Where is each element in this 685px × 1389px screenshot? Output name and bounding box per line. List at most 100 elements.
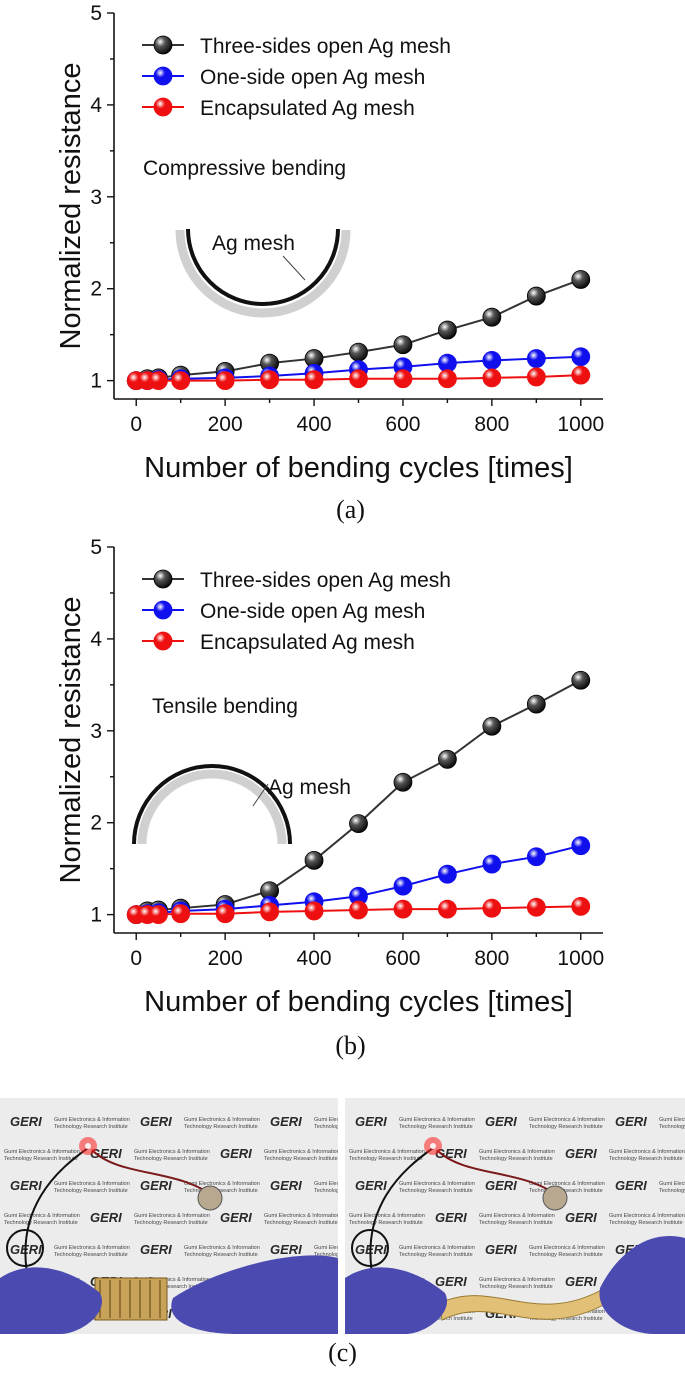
backdrop-text: Technology Research Institute <box>314 1124 338 1130</box>
ag-mesh-pointer <box>252 783 269 807</box>
backdrop-text: Gumi Electronics & Information <box>314 1117 338 1123</box>
backdrop-logo-text: GERI <box>90 1210 122 1225</box>
backdrop-text: Gumi Electronics & Information <box>529 1181 605 1187</box>
backdrop-text: Technology Research Institute <box>609 1220 683 1226</box>
backdrop-logo-text: GERI <box>435 1146 467 1161</box>
backdrop-text: Technology Research Institute <box>349 1156 423 1162</box>
bending-mode-label: Tensile bending <box>152 695 298 718</box>
y-tick-label: 3 <box>90 186 102 209</box>
backdrop-logo-text: GERI <box>615 1178 647 1193</box>
data-point <box>260 902 279 922</box>
data-point <box>526 694 546 714</box>
data-point <box>482 350 502 370</box>
data-point <box>571 270 591 289</box>
backdrop-text: Gumi Electronics & Information <box>399 1117 475 1123</box>
data-point <box>171 904 191 924</box>
data-point <box>393 899 413 919</box>
backdrop-logo-text: GERI <box>270 1178 302 1193</box>
backdrop-text: Technology Research Institute <box>529 1188 603 1194</box>
legend-label: One-side open Ag mesh <box>200 600 425 623</box>
y-tick-label: 2 <box>90 278 102 301</box>
backdrop-text: Technology Research Institute <box>479 1284 553 1290</box>
backdrop-text: Technology Research Institute <box>264 1220 338 1226</box>
backdrop-text: Technology Research Institute <box>184 1188 258 1194</box>
data-point <box>571 896 591 916</box>
backdrop-text: Technology Research Institute <box>529 1124 603 1130</box>
x-tick-label: 800 <box>474 413 509 436</box>
data-point <box>149 371 168 391</box>
data-point <box>526 367 546 387</box>
panel-label-c: (c) <box>328 1338 357 1367</box>
backdrop-text: Technology Research Institute <box>314 1188 338 1194</box>
data-point <box>349 900 368 920</box>
legend-marker <box>153 631 173 651</box>
ag-mesh-label: Ag mesh <box>268 776 351 799</box>
data-point <box>349 342 368 362</box>
data-point <box>438 899 457 919</box>
backdrop-text: Gumi Electronics & Information <box>54 1181 130 1187</box>
backdrop-text: Technology Research Institute <box>399 1188 473 1194</box>
backdrop-text: Gumi Electronics & Information <box>4 1213 80 1219</box>
backdrop-text: Gumi Electronics & Information <box>264 1213 338 1219</box>
backdrop-text: Technology Research Institute <box>479 1156 553 1162</box>
legend-marker <box>153 569 173 589</box>
backdrop-logo-text: GERI <box>220 1210 252 1225</box>
legend-label: Encapsulated Ag mesh <box>200 631 415 654</box>
backdrop-text: Gumi Electronics & Information <box>479 1149 555 1155</box>
data-point <box>438 749 457 769</box>
x-tick-label: 1000 <box>557 947 604 970</box>
x-tick-label: 0 <box>130 413 142 436</box>
backdrop-logo-text: GERI <box>270 1114 302 1129</box>
backdrop-logo-text: GERI <box>565 1146 597 1161</box>
backdrop-logo-text: GERI <box>435 1274 467 1289</box>
backdrop-text: Technology Research Institute <box>609 1156 683 1162</box>
backdrop-text: Gumi Electronics & Information <box>529 1245 605 1251</box>
left-glove <box>0 1267 102 1334</box>
x-tick-label: 600 <box>385 413 420 436</box>
y-tick-label: 4 <box>90 628 102 651</box>
legend-marker <box>153 66 173 86</box>
data-point <box>482 307 502 327</box>
data-point <box>526 847 546 867</box>
y-tick-label: 3 <box>90 720 102 743</box>
backdrop-logo-text: GERI <box>270 1242 302 1257</box>
backdrop-text: Technology Research Institute <box>54 1252 128 1258</box>
backdrop-text: Technology Research Institute <box>184 1252 258 1258</box>
backdrop-text: Gumi Electronics & Information <box>184 1181 260 1187</box>
data-point <box>571 670 591 690</box>
backdrop-logo-text: GERI <box>10 1114 42 1129</box>
x-tick-label: 600 <box>385 947 420 970</box>
wire-loop <box>6 1229 44 1267</box>
backdrop-text: Gumi Electronics & Information <box>659 1117 685 1123</box>
legend-marker <box>153 600 173 620</box>
x-tick-label: 800 <box>474 947 509 970</box>
x-axis-title: Number of bending cycles [times] <box>144 986 573 1018</box>
backdrop-text: Gumi Electronics & Information <box>609 1213 685 1219</box>
ag-mesh-arc <box>132 764 292 845</box>
backdrop-logo-text: GERI <box>565 1274 597 1289</box>
backdrop-logo-text: GERI <box>140 1242 172 1257</box>
legend-label: Three-sides open Ag mesh <box>200 35 451 58</box>
backdrop-text: Gumi Electronics & Information <box>399 1181 475 1187</box>
backdrop-logo-text: GERI <box>485 1178 517 1193</box>
data-point <box>438 369 457 389</box>
ag-mesh-label: Ag mesh <box>212 232 295 255</box>
backdrop-text: Technology Research Institute <box>659 1188 685 1194</box>
backdrop-text: Technology Research Institute <box>399 1124 473 1130</box>
data-point <box>571 347 591 367</box>
left-glove <box>345 1267 447 1334</box>
backdrop-logo-text: GERI <box>355 1178 387 1193</box>
data-point <box>571 836 591 856</box>
data-point <box>149 905 168 925</box>
backdrop-text: Gumi Electronics & Information <box>134 1149 210 1155</box>
backdrop-text: Gumi Electronics & Information <box>264 1149 338 1155</box>
data-point <box>304 370 324 390</box>
x-tick-label: 400 <box>297 413 332 436</box>
backdrop-text: Gumi Electronics & Information <box>184 1245 260 1251</box>
data-point <box>393 772 413 792</box>
data-point <box>526 349 546 368</box>
x-tick-label: 1000 <box>557 413 604 436</box>
backdrop-text: Technology Research Institute <box>399 1252 473 1258</box>
backdrop-logo-text: GERI <box>485 1242 517 1257</box>
backdrop-text: Gumi Electronics & Information <box>479 1277 555 1283</box>
